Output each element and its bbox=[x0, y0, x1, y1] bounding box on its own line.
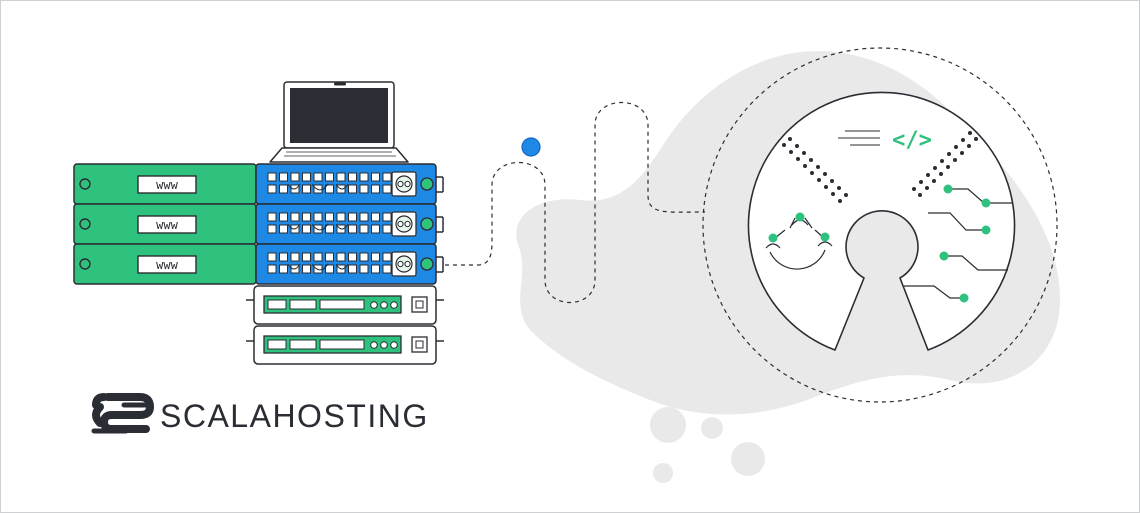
switch-port bbox=[325, 212, 334, 222]
switch-port bbox=[348, 184, 357, 194]
switch-port bbox=[325, 184, 334, 194]
switch-port bbox=[313, 224, 323, 234]
switch-port bbox=[382, 252, 392, 262]
switch-port bbox=[267, 224, 277, 234]
switch-port bbox=[348, 172, 357, 182]
brand-logo: SCALAHOSTING bbox=[91, 393, 429, 434]
blob-bubble bbox=[701, 417, 723, 439]
switch-port bbox=[302, 224, 311, 234]
green-server-unit: www bbox=[73, 203, 257, 245]
switch-port bbox=[290, 252, 300, 262]
switch-port bbox=[382, 212, 392, 222]
blob-bubble bbox=[650, 407, 686, 443]
switch-port bbox=[313, 172, 323, 182]
switch-port bbox=[371, 172, 380, 182]
switch-port bbox=[382, 224, 392, 234]
switch-port bbox=[325, 252, 334, 262]
white-server-unit bbox=[246, 285, 444, 325]
switch-port bbox=[302, 184, 311, 194]
people-network-icon bbox=[765, 212, 833, 270]
switch-port bbox=[336, 172, 346, 182]
blob-bubble bbox=[731, 442, 765, 476]
switch-port bbox=[371, 252, 380, 262]
switch-port bbox=[348, 212, 357, 222]
www-label: www bbox=[156, 218, 178, 232]
switch-port bbox=[279, 184, 288, 194]
green-server-unit: www bbox=[73, 243, 257, 285]
cable bbox=[287, 263, 349, 271]
switch-port bbox=[336, 212, 346, 222]
switch-port bbox=[359, 264, 369, 274]
blue-switch-unit bbox=[255, 203, 444, 245]
switch-port bbox=[290, 172, 300, 182]
connector-dot bbox=[521, 137, 541, 157]
switch-port bbox=[325, 264, 334, 274]
switch-port bbox=[313, 184, 323, 194]
switch-port bbox=[325, 172, 334, 182]
dashed-orbit bbox=[702, 47, 1058, 403]
switch-port bbox=[302, 212, 311, 222]
switch-port bbox=[371, 212, 380, 222]
switch-port bbox=[382, 172, 392, 182]
switch-port bbox=[279, 252, 288, 262]
www-label: www bbox=[156, 178, 178, 192]
switch-port bbox=[279, 224, 288, 234]
cable bbox=[287, 183, 349, 191]
brand-name: SCALAHOSTING bbox=[160, 398, 429, 434]
blue-switch-stack bbox=[255, 163, 444, 285]
www-label: www bbox=[156, 258, 178, 272]
status-led bbox=[420, 217, 434, 231]
switch-port bbox=[302, 172, 311, 182]
switch-port bbox=[313, 252, 323, 262]
green-server-stack: www www www bbox=[73, 163, 257, 285]
switch-port bbox=[348, 252, 357, 262]
blue-switch-unit bbox=[255, 163, 444, 205]
status-led bbox=[420, 177, 434, 191]
white-server-unit bbox=[246, 325, 444, 365]
switch-port bbox=[359, 224, 369, 234]
switch-port bbox=[279, 212, 288, 222]
switch-port bbox=[359, 252, 369, 262]
switch-port bbox=[267, 252, 277, 262]
dotted-divider-right bbox=[912, 131, 978, 197]
switch-port bbox=[313, 212, 323, 222]
switch-port bbox=[302, 252, 311, 262]
switch-port bbox=[371, 264, 380, 274]
dashed-connector bbox=[445, 102, 706, 303]
switch-port bbox=[359, 184, 369, 194]
code-symbol: </> bbox=[892, 128, 932, 153]
switch-port bbox=[279, 264, 288, 274]
switch-port bbox=[267, 212, 277, 222]
switch-port bbox=[359, 212, 369, 222]
circuit-icon bbox=[904, 184, 1012, 303]
laptop-icon bbox=[269, 81, 409, 163]
cable bbox=[287, 223, 349, 231]
switch-port bbox=[382, 264, 392, 274]
switch-port bbox=[359, 172, 369, 182]
switch-port bbox=[267, 172, 277, 182]
blue-switch-unit bbox=[255, 243, 444, 285]
switch-port bbox=[267, 264, 277, 274]
code-icon: </> bbox=[838, 128, 932, 153]
switch-port bbox=[371, 224, 380, 234]
scalahosting-s-logo-icon bbox=[91, 393, 154, 434]
switch-port bbox=[290, 212, 300, 222]
switch-port bbox=[302, 264, 311, 274]
switch-port bbox=[313, 264, 323, 274]
switch-port bbox=[348, 224, 357, 234]
switch-port bbox=[267, 184, 277, 194]
switch-port bbox=[336, 252, 346, 262]
switch-port bbox=[325, 224, 334, 234]
switch-port bbox=[348, 264, 357, 274]
switch-port bbox=[382, 184, 392, 194]
dotted-divider-left bbox=[782, 137, 848, 203]
blob-bubble bbox=[653, 463, 673, 483]
white-server-stack bbox=[246, 285, 444, 365]
switch-port bbox=[371, 184, 380, 194]
switch-port bbox=[279, 172, 288, 182]
green-server-unit: www bbox=[73, 163, 257, 205]
open-source-keyhole-icon: </> bbox=[747, 91, 1016, 351]
status-led bbox=[420, 257, 434, 271]
